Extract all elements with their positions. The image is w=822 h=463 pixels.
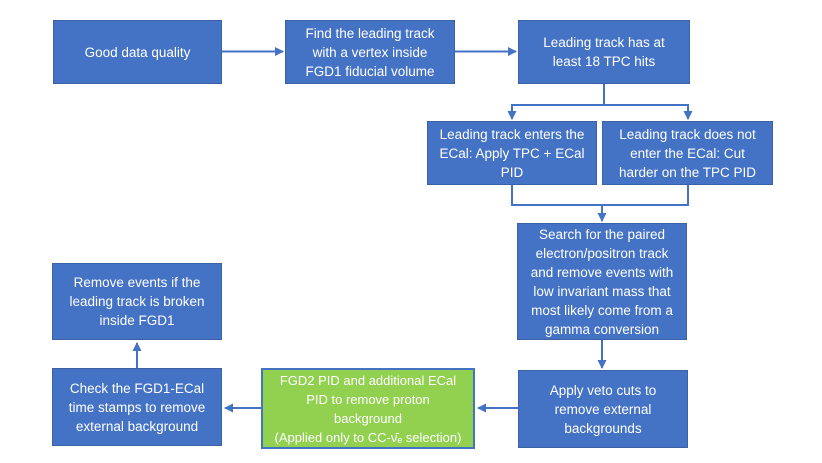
flow-box-good-data-quality: Good data quality <box>53 20 222 84</box>
flow-box-broken-track: Remove events if the leading track is br… <box>52 263 222 340</box>
flow-box-find-leading-track: Find the leading track with a vertex ins… <box>285 20 455 84</box>
flow-box-tpc-hits: Leading track has at least 18 TPC hits <box>518 20 690 84</box>
connector-not-enter-ecal-merge <box>602 185 689 206</box>
flow-box-time-stamps: Check the FGD1-ECal time stamps to remov… <box>52 368 222 446</box>
connector-split-to-enters-ecal <box>507 104 604 120</box>
flow-box-fgd2-pid: FGD2 PID and additional ECal PID to remo… <box>261 368 475 449</box>
flow-box-paired-search: Search for the paired electron/positron … <box>517 223 687 340</box>
flow-box-not-enter-ecal: Leading track does not enter the ECal: C… <box>602 121 773 185</box>
connector-enters-ecal-merge <box>511 185 602 206</box>
flow-box-enters-ecal: Leading track enters the ECal: Apply TPC… <box>427 121 597 185</box>
connector-split-to-not-enter-ecal <box>604 104 693 120</box>
flow-box-veto-cuts: Apply veto cuts to remove external backg… <box>518 370 688 448</box>
